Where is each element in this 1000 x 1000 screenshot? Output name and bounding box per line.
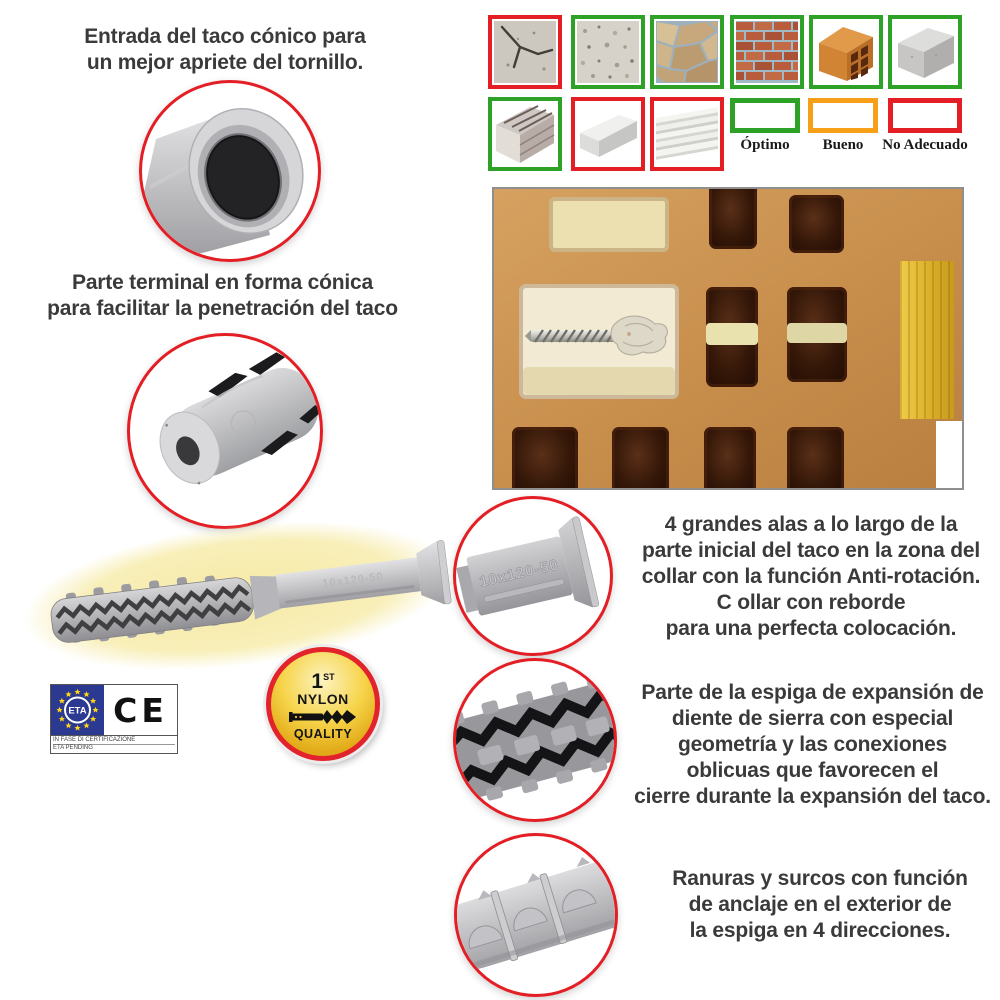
- detail-conical-tip: [127, 333, 323, 529]
- text-line: cierre durante la expansión del taco.: [634, 785, 991, 808]
- brick-wall-image: [736, 21, 798, 83]
- plug-silhouette-icon: [289, 709, 356, 724]
- text-line: para una perfecta colocación.: [665, 617, 957, 640]
- material-tile-concrete-block: [888, 15, 962, 89]
- legend-label-optimo: Óptimo: [740, 137, 790, 153]
- material-tile-solid-brick: [730, 15, 804, 89]
- material-tile-hollow-brick: [809, 15, 883, 89]
- callout-tip-text: Parte terminal en forma cónica para faci…: [5, 270, 440, 322]
- hollow-brick-image: [815, 21, 877, 83]
- material-tile-cracked-concrete: [488, 15, 562, 89]
- wood-batten: [900, 261, 954, 419]
- text-line: 4 grandes alas a lo largo de la: [664, 513, 958, 536]
- plug-channel: [523, 367, 675, 395]
- detail-conical-entry: [139, 80, 321, 262]
- text-line: ETA PENDING: [53, 744, 175, 752]
- text-line: Parte de la espiga de expansión de: [641, 681, 984, 704]
- detail-sawtooth-expansion: [453, 658, 617, 822]
- eta-eu-logo: ETA: [51, 685, 104, 735]
- hollow-panel-image: [494, 103, 556, 165]
- conical-tip-photo: [159, 352, 320, 485]
- callout-expansion-text: Parte de la espiga de expansión de dient…: [625, 680, 1000, 810]
- brick-cell-rod: [787, 287, 847, 382]
- sawtooth-photo: [456, 674, 614, 804]
- concrete-block-image: [894, 21, 956, 83]
- certification-note: IN FASE DI CERTIFICAZIONE ETA PENDING: [51, 735, 177, 753]
- brick-cell: [512, 427, 578, 488]
- aerated-block-image: [577, 103, 639, 165]
- callout-grooves-text: Ranuras y surcos con función de anclaje …: [645, 866, 995, 944]
- badge-rank: 1ST: [311, 669, 335, 693]
- legend-swatch-no-adecuado: [888, 98, 962, 133]
- brick-cell: [704, 427, 756, 488]
- text-line: IN FASE DI CERTIFICAZIONE: [53, 737, 136, 743]
- eta-label: ETA: [68, 706, 86, 717]
- legend-swatch-optimo: [730, 98, 800, 133]
- text-line: C ollar con reborde: [716, 591, 906, 614]
- text-line: un mejor apriete del tornillo.: [86, 51, 364, 74]
- conical-entry-photo: [142, 108, 304, 259]
- nylon-quality-badge: 1ST NYLON QUALITY: [266, 647, 380, 761]
- brick-cell-filled: [549, 197, 669, 252]
- legend-label-no-adecuado: No Adecuado: [882, 137, 968, 153]
- screw-and-plug-image: [525, 315, 668, 356]
- callout-collar-text: 4 grandes alas a lo largo de la parte in…: [622, 512, 1000, 642]
- plug-shaft-through-cell: [787, 323, 847, 343]
- text-line: diente de sierra con especial: [671, 707, 954, 730]
- detail-collar: 10x120-50: [453, 496, 613, 656]
- text-line: para facilitar la penetración del taco: [47, 297, 398, 320]
- text-line: collar con la función Anti-rotación.: [641, 565, 981, 588]
- text-line: Ranuras y surcos con función: [672, 867, 968, 890]
- text-line: parte inicial del taco en la zona del: [641, 539, 981, 562]
- legend-label-bueno: Bueno: [822, 137, 864, 153]
- collar-photo: 10x120-50: [456, 516, 600, 616]
- brick-cell-rod: [706, 287, 758, 387]
- main-product-image: 10x120-50: [22, 515, 462, 675]
- text-line: oblicuas que favorecen el: [686, 759, 939, 782]
- installation-photo: [492, 187, 964, 490]
- expansion-zone: [50, 575, 254, 643]
- brick-cell: [709, 189, 757, 249]
- material-tile-aerated-block: [571, 97, 645, 171]
- material-tile-concrete: [571, 15, 645, 89]
- material-tile-hollow-panel: [488, 97, 562, 171]
- badge-nylon-label: NYLON: [297, 690, 349, 707]
- certification-block: ETA CE IN FASE DI CERTIFICAZIONE ETA PEN…: [50, 684, 178, 754]
- ce-mark: CE: [113, 690, 168, 730]
- callout-entry-text: Entrada del taco cónico para un mejor ap…: [35, 24, 415, 76]
- brick-cell: [787, 427, 844, 488]
- brick-cell-anchor: [519, 284, 679, 399]
- nylon-plug-image: 10x120-50: [23, 521, 452, 670]
- detail-grooves: [454, 833, 618, 997]
- grooves-photo: [457, 857, 615, 972]
- legend-swatch-bueno: [808, 98, 878, 133]
- text-line: la espiga en 4 direcciones.: [689, 919, 951, 942]
- text-line: Entrada del taco cónico para: [84, 25, 366, 48]
- eu-stars-icon: ETA: [56, 688, 99, 731]
- material-tile-natural-stone: [650, 15, 724, 89]
- natural-stone-image: [656, 21, 718, 83]
- cracked-concrete-image: [494, 21, 556, 83]
- text-line: Parte terminal en forma cónica: [72, 271, 373, 294]
- text-line: de anclaje en el exterior de: [688, 893, 952, 916]
- text-line: geometría y las conexiones: [677, 733, 948, 756]
- photo-white-gap: [936, 421, 962, 488]
- concrete-image: [577, 21, 639, 83]
- plug-shaft-through-cell: [706, 323, 758, 345]
- material-tile-insulation-panel: [650, 97, 724, 171]
- badge-quality-label: QUALITY: [293, 726, 353, 741]
- brick-cell: [789, 195, 844, 253]
- brick-cell: [612, 427, 669, 488]
- insulation-panel-image: [656, 103, 718, 165]
